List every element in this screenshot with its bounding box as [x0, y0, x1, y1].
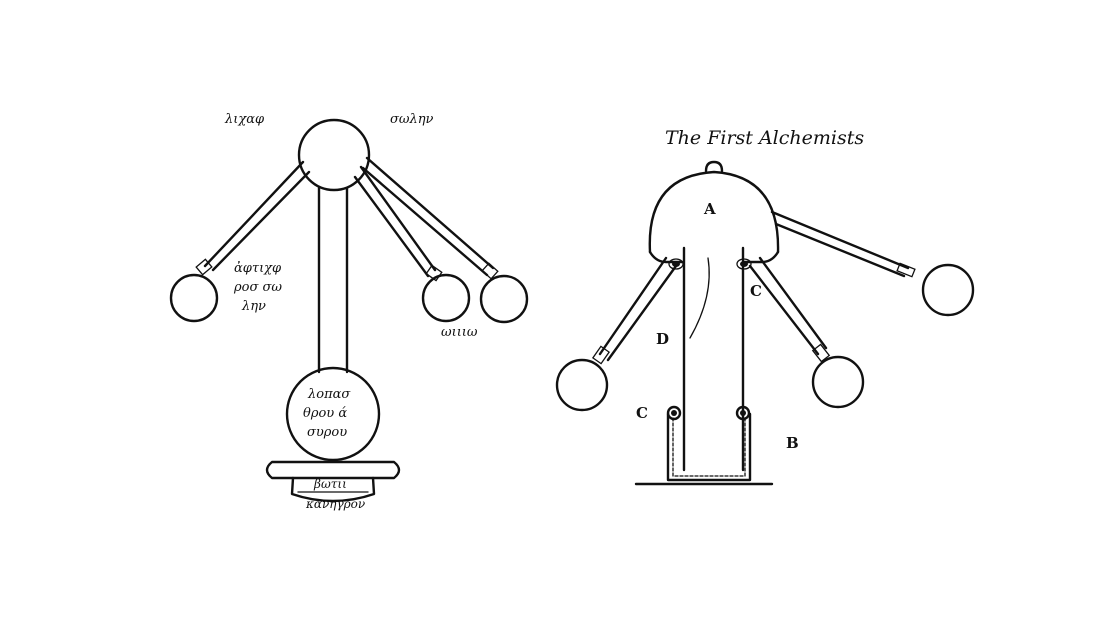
- lower-seal-left: [666, 405, 682, 421]
- left-receiver-flask: [169, 273, 219, 323]
- base-sphere-vessel: [285, 366, 381, 462]
- right-apparatus-diagram: The First Alchemists: [555, 127, 975, 486]
- wick-d: [689, 257, 710, 339]
- label-flask-left-line1: ἀφτιχφ: [234, 261, 282, 276]
- right-receiver-flask-outer: [479, 274, 529, 324]
- upper-seal-left: [668, 258, 684, 270]
- right-long-arm: [770, 210, 916, 278]
- label-top-left: λιχαφ: [224, 112, 265, 127]
- left-arm-tube: [195, 160, 311, 276]
- label-flask-left-line2: ροσ σω: [233, 280, 282, 295]
- page-title: The First Alchemists: [665, 127, 864, 149]
- lower-left-arm: [591, 256, 678, 365]
- lower-right-receiver-flask: [811, 355, 865, 409]
- label-d: D: [656, 330, 669, 348]
- left-apparatus-diagram: λιχαφ σωλην ἀφτιχφ ροσ σω λην ωιιιω λοπα…: [169, 112, 529, 511]
- label-pedestal: βωτιι: [313, 477, 347, 491]
- label-base-sphere-line1: λοπασ: [307, 387, 351, 402]
- pedestal-stand: [265, 460, 401, 503]
- right-arm-tube-outer: [361, 156, 499, 280]
- label-c-lower: C: [636, 404, 648, 422]
- label-flask-right: ωιιιω: [441, 325, 478, 340]
- top-vessel: [297, 118, 371, 192]
- lower-seal-right: [735, 405, 751, 421]
- upper-seal-right: [736, 258, 752, 270]
- label-base-sphere-line2: θρου ά: [303, 406, 347, 421]
- label-base-sphere-line3: συρου: [307, 425, 347, 440]
- label-b: B: [786, 434, 799, 452]
- label-flask-left-line3: λην: [241, 299, 266, 314]
- right-arm-tube-inner: [353, 165, 443, 282]
- lower-right-arm: [748, 256, 831, 363]
- label-c-upper: C: [750, 282, 762, 300]
- label-top-right: σωλην: [390, 112, 434, 127]
- right-receiver-flask-inner: [421, 273, 471, 323]
- lower-left-receiver-flask: [555, 358, 609, 412]
- label-a: A: [703, 200, 716, 218]
- lower-trough: [666, 412, 752, 482]
- label-pedestal-below: κανηγρον: [305, 497, 365, 511]
- far-right-receiver-flask: [921, 263, 975, 317]
